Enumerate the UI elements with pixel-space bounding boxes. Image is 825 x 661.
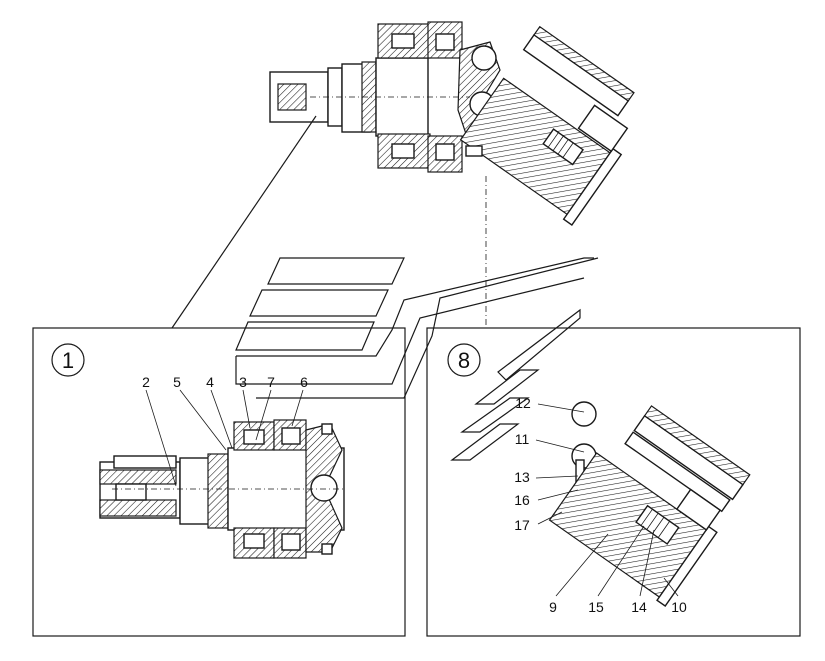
detail-8-circle [447,343,481,377]
top-assembly [269,21,635,226]
callout-10: 10 [671,599,687,615]
callout-16: 16 [514,492,530,508]
callout-15: 15 [588,599,604,615]
logo-shapes-right [450,308,581,461]
callout-12: 12 [515,395,531,411]
callout-7: 7 [267,374,275,390]
callout-9: 9 [549,599,557,615]
leader-line [171,115,317,329]
callout-3: 3 [239,374,247,390]
detail-1-circle [51,343,85,377]
detail-frame-8 [426,327,801,637]
logo-shapes-left [235,257,599,399]
callout-4: 4 [206,374,214,390]
callout-13: 13 [514,469,530,485]
callout-leaders [145,389,679,597]
detail-8-label: 8 [458,348,470,373]
callout-5: 5 [173,374,181,390]
callout-14: 14 [631,599,647,615]
detail-8-drawing [548,401,751,607]
detail-frame-1 [32,327,406,637]
callout-17: 17 [514,517,530,533]
callout-11: 11 [515,431,530,447]
callout-6: 6 [300,374,308,390]
detail-1-drawing [99,419,345,559]
callout-2: 2 [142,374,150,390]
detail-1-label: 1 [62,348,74,373]
